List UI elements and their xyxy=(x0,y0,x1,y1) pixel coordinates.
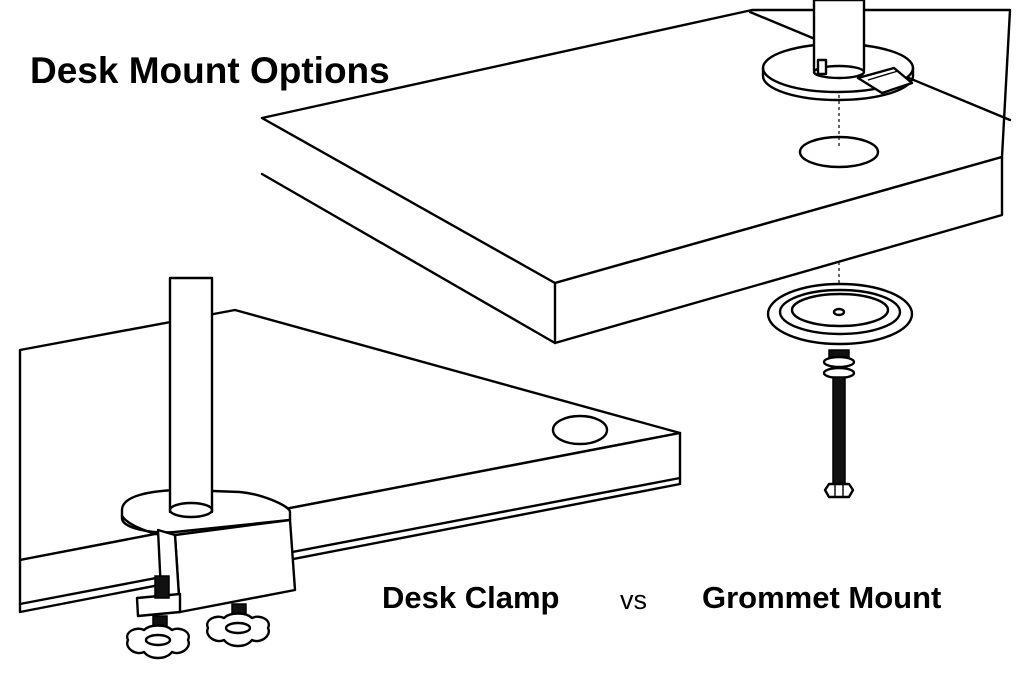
page-title: Desk Mount Options xyxy=(30,50,390,91)
clamp-desk xyxy=(18,308,682,614)
grommet-bolt xyxy=(822,349,856,499)
clamp-knob-right xyxy=(206,603,270,648)
grommet-pole xyxy=(761,0,915,312)
desk-clamp-label: Desk Clamp xyxy=(382,580,560,615)
grommet-bracket xyxy=(766,282,914,346)
versus-label: vs xyxy=(620,585,647,615)
clamp-knob-left xyxy=(126,615,190,660)
grommet-mount-label: Grommet Mount xyxy=(702,580,942,615)
clamp-hardware xyxy=(120,276,297,660)
